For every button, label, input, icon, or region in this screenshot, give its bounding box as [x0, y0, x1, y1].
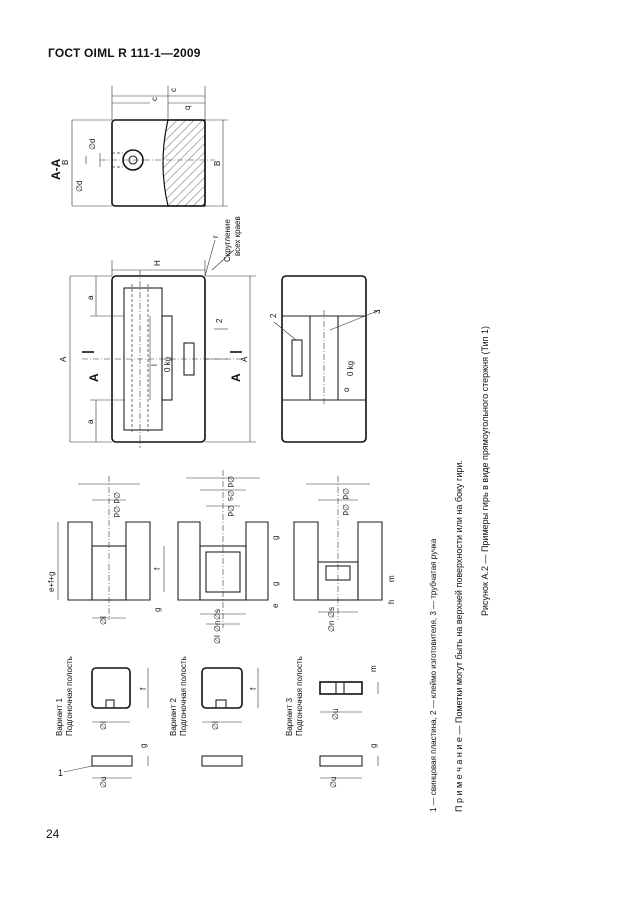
dim-d2-v1: ∅d: [112, 492, 121, 503]
dim-label: c: [150, 97, 159, 101]
dim-n-v3: ∅n: [327, 621, 336, 632]
section-mark-left: A: [87, 373, 101, 382]
variant-2: Вариант 2 Подгоночная полость ∅l f: [169, 656, 259, 767]
plate-label: 1: [58, 768, 63, 778]
front-view: 2 0 kg H r Скругление всех краев A A a a…: [59, 216, 256, 448]
dim-s-v3: ∅s: [327, 607, 336, 618]
page-number: 24: [46, 827, 60, 841]
dim-g-v2-top: g: [271, 536, 280, 540]
callout-3: 3: [373, 309, 382, 314]
dim-A2: A: [59, 356, 68, 362]
dim-m-var3: m: [369, 665, 378, 672]
dim-label: c: [169, 88, 178, 92]
dim-l-var1: ∅l: [99, 721, 108, 730]
variant-1-title: Вариант 1: [55, 698, 64, 736]
dim-m-v3: m: [387, 575, 396, 582]
dim-s-v2b: ∅s: [213, 609, 222, 620]
dim-f-v2: f: [153, 567, 162, 570]
figure-caption: Рисунок А.2 — Примеры гирь в виде прямоу…: [480, 326, 490, 616]
dim-label: q: [183, 106, 192, 110]
variant-3-title: Вариант 3: [285, 698, 294, 736]
dim-r: r: [211, 235, 220, 238]
legend-text: 1 — свинцовая пластина, 2 — клеймо изгот…: [429, 538, 438, 812]
dim-H: H: [153, 260, 162, 266]
dim-l-v2: ∅l: [213, 635, 222, 644]
dim-d2-v3: ∅d: [341, 488, 350, 499]
rounding-note-2: всех краев: [233, 216, 242, 256]
dim-l: l: [150, 364, 159, 366]
dim-d2-v2: ∅d: [226, 476, 235, 487]
dim-g-v2-mid: g: [271, 582, 280, 586]
section-mark-right: A: [229, 373, 243, 382]
dim-u-var3: ∅u: [331, 709, 340, 720]
dim-d1-v3: ∅d: [341, 504, 350, 515]
dim-d1: ∅d: [88, 139, 97, 150]
dim-g-var3: g: [369, 744, 378, 748]
variant-3: Вариант 3 Подгоночная полость ∅u m ∅u g: [285, 656, 379, 788]
dim-n-v2: ∅n: [213, 621, 222, 632]
variant-2-subtitle: Подгоночная полость: [179, 656, 188, 736]
o-mark: o: [342, 387, 351, 392]
variant-1: Вариант 1 Подгоночная полость ∅l f ∅u g …: [55, 656, 149, 788]
dim-f-var2: f: [249, 687, 258, 690]
dim-h-v3: h: [387, 600, 396, 604]
section-a-a-view: c c q B A-A B ∅d ∅d: [49, 86, 228, 207]
mass-mark-side: 0 kg: [346, 361, 355, 376]
dim-l-v1: ∅l: [99, 616, 108, 625]
mass-mark-front: 0 kg: [163, 357, 172, 372]
dim-f-var1: f: [139, 687, 148, 690]
dim-d1-v2: ∅d: [226, 505, 235, 516]
callout-2-side: 2: [269, 313, 278, 318]
rounding-note-1: Скругление: [223, 219, 232, 262]
dim-d2: ∅d: [75, 181, 84, 192]
dim-s-v2: ∅s: [226, 490, 235, 501]
dim-u-var3b: ∅u: [329, 777, 338, 788]
dim-d1-v1: ∅d: [112, 506, 121, 517]
dim-l-var2: ∅l: [211, 721, 220, 730]
dim-A1: A: [240, 356, 249, 362]
dim-u-var1: ∅u: [99, 777, 108, 788]
section-label-a-a: A-A: [49, 158, 63, 180]
note-text: П р и м е ч а н и е — Пометки могут быть…: [454, 460, 464, 812]
dim-e-v2: e: [271, 603, 280, 608]
variant-3-subtitle: Подгоночная полость: [295, 656, 304, 736]
cavity-section-3: ∅d ∅d ∅s ∅n m h: [293, 476, 396, 632]
callout-2: 2: [215, 318, 224, 323]
document-header: ГОСТ OIML R 111-1—2009: [48, 46, 201, 60]
cavity-section-1: ∅d ∅d ∅l e+f+g: [47, 476, 151, 625]
dim-a-bottom: a: [86, 419, 95, 424]
dim-efg: e+f+g: [47, 572, 56, 592]
side-view: 2 3 0 kg o: [269, 275, 382, 443]
variant-2-title: Вариант 2: [169, 698, 178, 736]
dim-B2: B: [61, 160, 70, 165]
dim-a-top: a: [86, 295, 95, 300]
dim-g-var1: g: [139, 744, 148, 748]
cavity-section-2: ∅d ∅s ∅d ∅s ∅n ∅l f g g g e: [153, 470, 280, 644]
variant-1-subtitle: Подгоночная полость: [65, 656, 74, 736]
dim-B1: B: [213, 161, 222, 166]
dim-g-v2: g: [153, 608, 162, 612]
